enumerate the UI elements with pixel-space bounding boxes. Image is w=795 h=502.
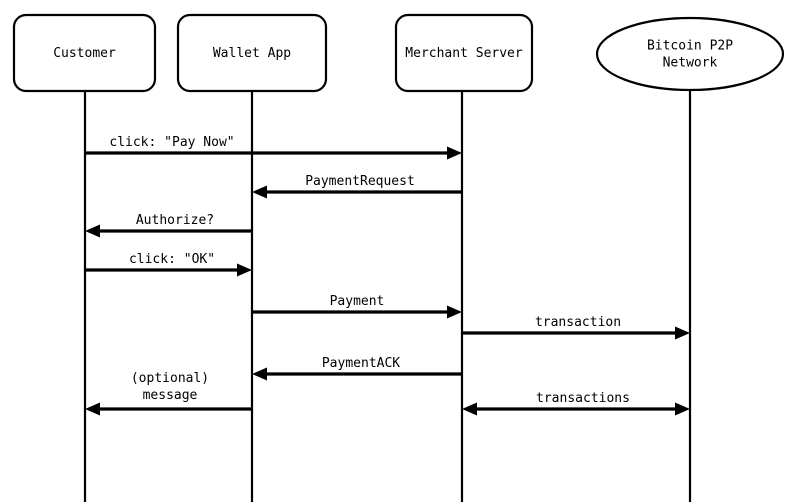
participant-label-merchant-server: Merchant Server xyxy=(405,46,523,61)
message-arrowhead-msg-transactions xyxy=(675,402,690,416)
message-arrowhead-msg-payment xyxy=(447,305,462,319)
message-msg-payment-request[interactable]: PaymentRequest xyxy=(252,174,462,199)
message-msg-transaction[interactable]: transaction xyxy=(462,315,690,340)
message-msg-authorize[interactable]: Authorize? xyxy=(85,213,252,238)
message-label-msg-payment-request: PaymentRequest xyxy=(305,174,415,189)
message-arrowhead-msg-click-ok xyxy=(237,263,252,277)
message-label-msg-transaction: transaction xyxy=(535,315,621,330)
participant-shape-bitcoin-p2p-network[interactable] xyxy=(595,16,785,92)
message-msg-optional-message[interactable]: (optional)message xyxy=(85,371,252,416)
message-arrowhead-msg-click-pay-now xyxy=(447,146,462,160)
message-msg-click-ok[interactable]: click: "OK" xyxy=(85,252,252,277)
participant-shape-merchant-server[interactable] xyxy=(394,13,534,93)
message-label-msg-transactions: transactions xyxy=(536,391,630,406)
participant-shape-wallet-app[interactable] xyxy=(176,13,328,93)
message-msg-payment-ack[interactable]: PaymentACK xyxy=(252,356,462,381)
message-arrowhead-msg-optional-message xyxy=(85,402,100,416)
participant-shape-customer[interactable] xyxy=(12,13,157,93)
participant-label-customer: Customer xyxy=(53,46,116,61)
message-label-msg-authorize: Authorize? xyxy=(136,213,214,228)
message-arrowhead-origin-msg-transactions xyxy=(462,402,477,416)
message-label-msg-click-pay-now: click: "Pay Now" xyxy=(109,135,234,150)
message-label-msg-optional-message: (optional)message xyxy=(131,371,209,403)
message-label-msg-click-ok: click: "OK" xyxy=(129,252,215,267)
message-msg-click-pay-now[interactable]: click: "Pay Now" xyxy=(85,135,462,160)
message-arrowhead-msg-authorize xyxy=(85,224,100,238)
participant-label-wallet-app: Wallet App xyxy=(213,46,291,61)
message-msg-transactions[interactable]: transactions xyxy=(462,391,690,416)
message-label-msg-payment: Payment xyxy=(330,294,385,309)
message-arrowhead-msg-transaction xyxy=(675,326,690,340)
message-label-msg-payment-ack: PaymentACK xyxy=(322,356,400,371)
message-msg-payment[interactable]: Payment xyxy=(252,294,462,319)
message-arrowhead-msg-payment-ack xyxy=(252,367,267,381)
message-arrowhead-msg-payment-request xyxy=(252,185,267,199)
